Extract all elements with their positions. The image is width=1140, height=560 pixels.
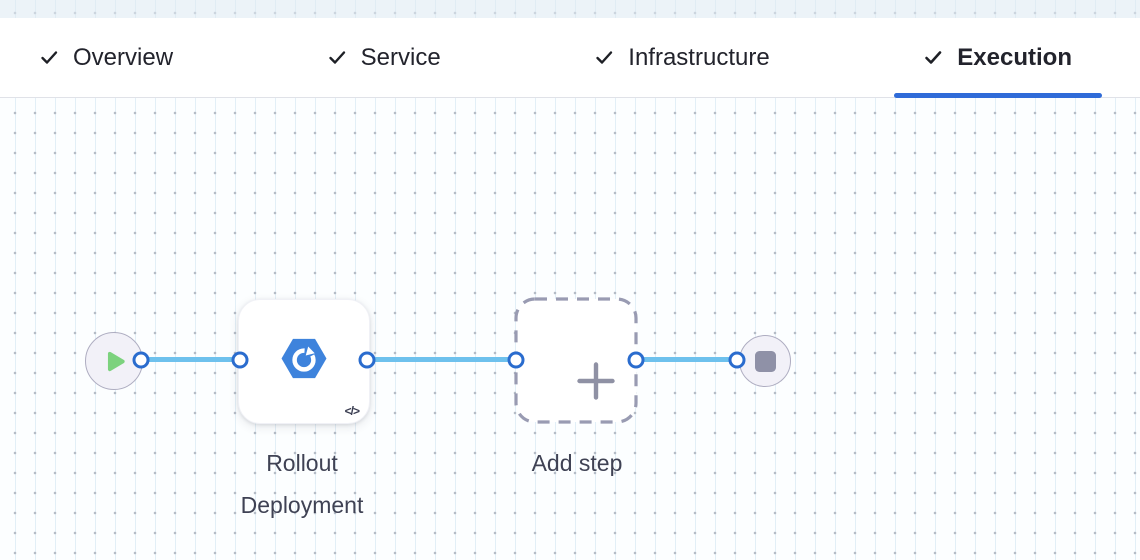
- tab-service[interactable]: Service: [296, 18, 473, 97]
- connector-addstep-in[interactable]: [507, 351, 525, 369]
- stop-icon: [754, 350, 776, 372]
- connector-step-in[interactable]: [231, 351, 249, 369]
- add-step-label: Add step: [531, 450, 623, 476]
- pipeline-stage-tabbar: Overview Service Infrastructure Executio…: [0, 18, 1140, 98]
- rollout-deployment-icon: [281, 334, 328, 386]
- check-icon: [924, 48, 943, 67]
- connector-addstep-out[interactable]: [627, 351, 645, 369]
- tab-overview[interactable]: Overview: [8, 18, 205, 97]
- check-icon: [595, 48, 614, 67]
- pipeline-end-node[interactable]: [739, 335, 791, 387]
- connector-start-out[interactable]: [132, 351, 150, 369]
- check-icon: [40, 48, 59, 67]
- tab-label: Execution: [957, 43, 1072, 71]
- edge-start-to-step: [141, 357, 240, 362]
- add-step-node[interactable]: [514, 297, 638, 424]
- canvas-top-strip: [0, 0, 1140, 18]
- play-icon: [103, 349, 128, 374]
- tab-label: Service: [360, 43, 441, 71]
- tab-execution[interactable]: Execution: [892, 18, 1104, 98]
- step-node-rollout-deployment[interactable]: </>: [238, 299, 370, 424]
- connector-step-out[interactable]: [358, 351, 376, 369]
- tab-label: Infrastructure: [628, 43, 770, 71]
- tab-infrastructure[interactable]: Infrastructure: [563, 18, 801, 97]
- tab-label: Overview: [73, 43, 174, 71]
- active-tab-underline: [894, 93, 1102, 98]
- edge-step-to-addstep: [367, 357, 516, 362]
- code-icon[interactable]: </>: [344, 404, 360, 418]
- connector-end-in[interactable]: [728, 351, 746, 369]
- step-node-label: Rollout Deployment: [240, 450, 364, 518]
- check-icon: [328, 48, 347, 67]
- edge-addstep-to-end: [636, 357, 737, 362]
